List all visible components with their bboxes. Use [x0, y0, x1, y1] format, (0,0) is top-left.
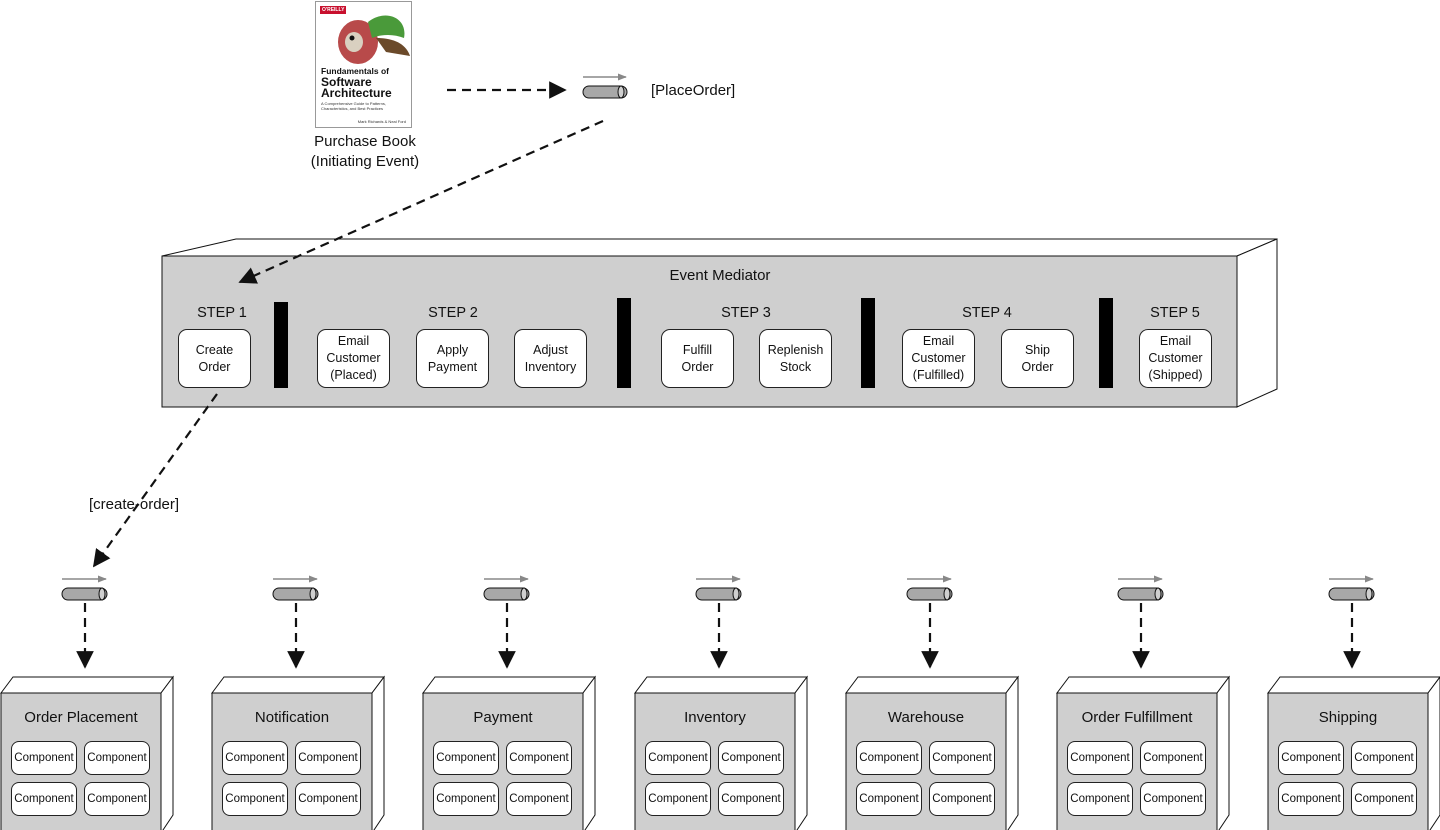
step-replenish-stock: Replenish Stock [759, 329, 832, 388]
component-box: Component [506, 782, 572, 816]
component-box: Component [929, 782, 995, 816]
event-mediator-title: Event Mediator [669, 267, 771, 284]
service-title: Warehouse [887, 709, 965, 726]
book-authors: Mark Richards & Neal Ford [357, 119, 406, 124]
service-title: Order Placement [24, 709, 138, 726]
message-queue-icon [695, 575, 742, 601]
service-title: Shipping [1318, 709, 1378, 726]
message-queue-icon [1328, 575, 1375, 601]
service-title: Inventory [684, 709, 746, 726]
message-queue-icon [272, 575, 319, 601]
component-box: Component [222, 782, 288, 816]
message-queue-icon [906, 575, 953, 601]
component-box: Component [1140, 782, 1206, 816]
step-5-title: STEP 5 [1150, 305, 1200, 321]
component-box: Component [1351, 782, 1417, 816]
step-2-title: STEP 2 [428, 305, 478, 321]
component-box: Component [645, 741, 711, 775]
component-box: Component [1067, 782, 1133, 816]
step-1-title: STEP 1 [197, 305, 247, 321]
step-3-title: STEP 3 [721, 305, 771, 321]
message-queue-icon [61, 575, 108, 601]
step-divider-bar [274, 302, 288, 388]
component-box: Component [11, 741, 77, 775]
step-email-customer-placed: Email Customer (Placed) [317, 329, 390, 388]
step-create-order: Create Order [178, 329, 251, 388]
component-box: Component [718, 782, 784, 816]
component-box: Component [1351, 741, 1417, 775]
component-box: Component [645, 782, 711, 816]
book-cover-icon: O'REILLY Fundamentals of Software Archit… [315, 1, 412, 128]
component-box: Component [856, 741, 922, 775]
message-queue-icon [483, 575, 530, 601]
step-4-title: STEP 4 [962, 305, 1012, 321]
step-email-customer-shipped: Email Customer (Shipped) [1139, 329, 1212, 388]
create-order-queue-label: [create-order] [89, 496, 180, 513]
step-adjust-inventory: Adjust Inventory [514, 329, 587, 388]
step-divider-bar [1099, 298, 1113, 388]
component-box: Component [856, 782, 922, 816]
parrot-illustration-icon [338, 15, 410, 64]
component-box: Component [718, 741, 784, 775]
message-queue-icon [1117, 575, 1164, 601]
step-apply-payment: Apply Payment [416, 329, 489, 388]
service-title: Order Fulfillment [1081, 709, 1193, 726]
step-fulfill-order: Fulfill Order [661, 329, 734, 388]
component-box: Component [11, 782, 77, 816]
component-box: Component [433, 782, 499, 816]
component-box: Component [433, 741, 499, 775]
component-box: Component [506, 741, 572, 775]
step-email-customer-fulfilled: Email Customer (Fulfilled) [902, 329, 975, 388]
component-box: Component [1067, 741, 1133, 775]
service-title: Payment [473, 709, 533, 726]
component-box: Component [84, 782, 150, 816]
queue-to-step1-arrow [238, 119, 604, 284]
book-title: Fundamentals of Software Architecture [321, 66, 392, 100]
step1-to-order-queue-arrow [92, 393, 218, 568]
component-box: Component [929, 741, 995, 775]
component-box: Component [84, 741, 150, 775]
book-subtitle: A Comprehensive Guide to Patterns, Chara… [321, 101, 386, 111]
step-ship-order: Ship Order [1001, 329, 1074, 388]
component-box: Component [295, 741, 361, 775]
step-divider-bar [861, 298, 875, 388]
service-title: Notification [254, 709, 330, 726]
component-box: Component [1278, 741, 1344, 775]
place-order-queue-label: [PlaceOrder] [651, 82, 736, 99]
component-box: Component [222, 741, 288, 775]
step-divider-bar [617, 298, 631, 388]
publisher-logo: O'REILLY [320, 6, 347, 14]
component-box: Component [295, 782, 361, 816]
initiating-event-label: Purchase Book (Initiating Event) [310, 133, 420, 170]
place-order-queue-icon [582, 73, 628, 99]
component-box: Component [1278, 782, 1344, 816]
component-box: Component [1140, 741, 1206, 775]
